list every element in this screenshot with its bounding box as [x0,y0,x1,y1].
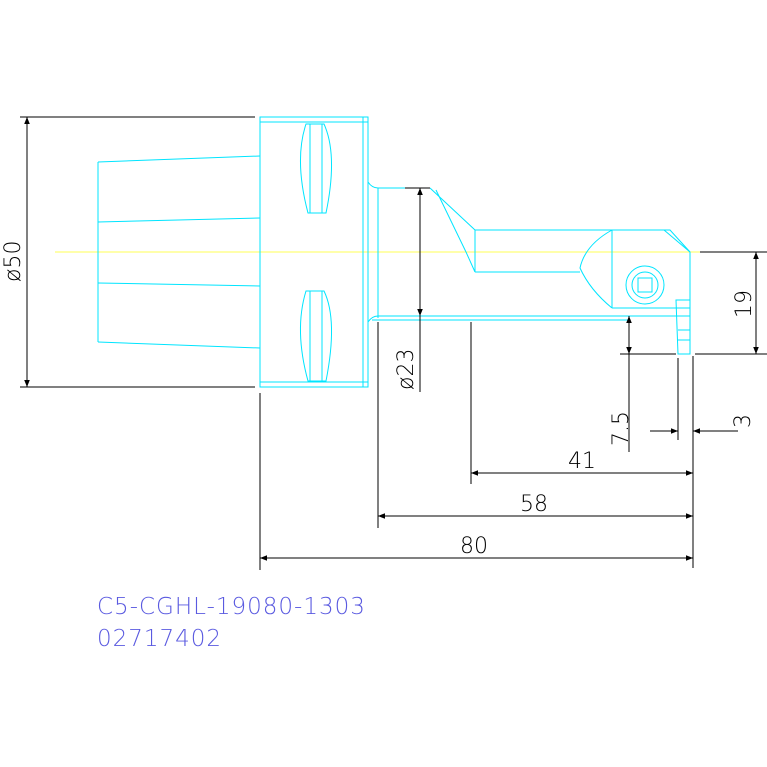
dim-h19-text: 19 [732,290,757,318]
insert-tip [675,299,691,355]
taper-shank [97,155,261,349]
dimensions: ø50 ø23 19 7.5 3 41 58 80 [1,116,767,570]
dim-h7-5-text: 7.5 [609,411,634,446]
dim-w3-text: 3 [731,414,756,428]
flange-slot-top [300,123,332,214]
boring-bar [367,181,691,355]
dim-d23-text: ø23 [394,349,419,390]
dim-l58-text: 58 [520,492,548,517]
dim-l80-text: 80 [460,534,488,559]
part-code: C5-CGHL-19080-1303 [97,594,366,620]
dim-l41-text: 41 [568,449,596,474]
dim-d50-text: ø50 [1,241,26,282]
flange [259,116,369,388]
flange-slot-bottom [300,290,332,382]
part-number: 02717402 [97,626,223,652]
clamp-screw [625,265,665,305]
part-outline [97,116,691,388]
